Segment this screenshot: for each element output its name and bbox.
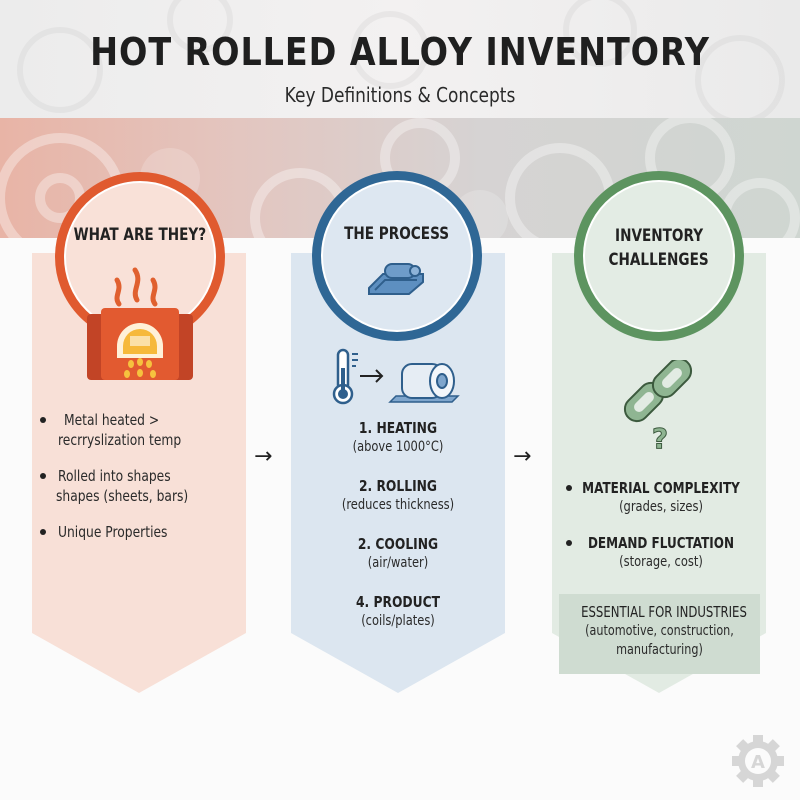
- list-item: DEMAND FLUCTATION (storage, cost): [556, 533, 766, 572]
- heading-what-are-they: WHAT ARE THEY?: [73, 225, 207, 245]
- chain-link-question-icon: ?: [623, 360, 693, 456]
- list-item: MATERIAL COMPLEXITY (grades, sizes): [556, 478, 766, 517]
- svg-text:?: ?: [652, 422, 668, 455]
- process-steps: 1. HEATING (above 1000°C) 2. ROLLING (re…: [291, 418, 505, 650]
- heading-circle-challenges: INVENTORY CHALLENGES: [574, 171, 744, 341]
- heading-circle-process: THE PROCESS: [312, 171, 482, 341]
- header-band: [0, 0, 800, 118]
- svg-text:A: A: [751, 752, 765, 773]
- arrow-right-icon: →: [513, 444, 532, 469]
- step-cooling: 2. COOLING (air/water): [357, 535, 439, 571]
- steel-coil-icon: [388, 363, 460, 403]
- step-product: 4. PRODUCT (coils/plates): [355, 593, 441, 629]
- list-item: Metal heated > recrryslization temp: [40, 410, 278, 450]
- step-heating: 1. HEATING (above 1000°C): [352, 419, 444, 455]
- bullet-icon: [566, 485, 572, 491]
- page-subtitle: Key Definitions & Concepts: [284, 83, 516, 107]
- bullet-icon: [566, 540, 572, 546]
- arrow-right-icon: [360, 369, 384, 383]
- arrow-right-icon: →: [254, 444, 273, 469]
- thermometer-to-coil-icon: [332, 348, 460, 405]
- thermometer-icon: [332, 348, 358, 405]
- heading-the-process: THE PROCESS: [344, 224, 450, 244]
- bullet-icon: [40, 473, 46, 479]
- gear-logo-icon: A: [732, 735, 784, 787]
- essential-callout: ESSENTIAL FOR INDUSTRIES (automotive, co…: [559, 594, 760, 674]
- list-item: Unique Properties: [40, 522, 278, 542]
- bullet-icon: [40, 417, 46, 423]
- bullet-icon: [40, 529, 46, 535]
- page-title: HOT ROLLED ALLOY INVENTORY: [90, 30, 710, 74]
- rolling-mill-icon: [368, 263, 424, 295]
- heading-inventory: INVENTORY: [614, 226, 704, 246]
- list-item: Rolled into shapes shapes (sheets, bars): [40, 466, 278, 506]
- heading-challenges: CHALLENGES: [608, 250, 710, 270]
- step-rolling: 2. ROLLING (reduces thickness): [341, 477, 455, 513]
- background-gears-icon: [17, 0, 785, 118]
- challenges-list: MATERIAL COMPLEXITY (grades, sizes) DEMA…: [556, 478, 766, 588]
- what-are-they-list: Metal heated > recrryslization temp Roll…: [40, 410, 278, 558]
- furnace-icon: [87, 267, 193, 380]
